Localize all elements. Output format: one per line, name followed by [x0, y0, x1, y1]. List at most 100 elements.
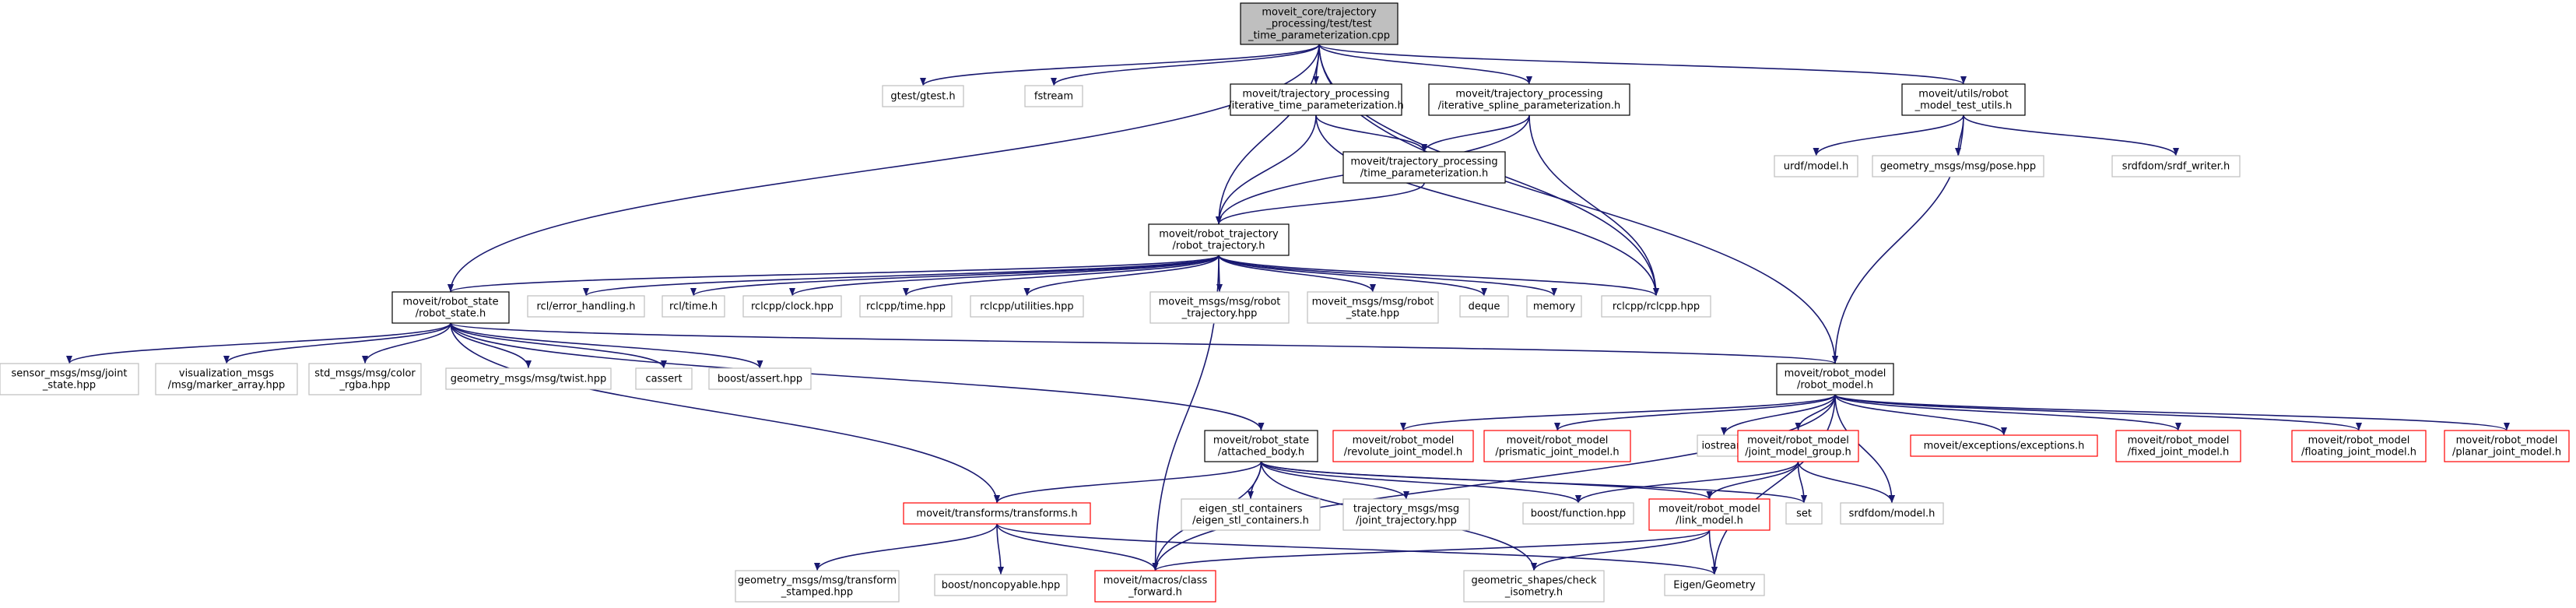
node-pljm-label-line: moveit/robot_model — [2456, 435, 2558, 447]
node-rm[interactable]: moveit/robot_model/robot_model.h — [1776, 363, 1894, 395]
node-twist: geometry_msgs/msg/twist.hpp — [445, 367, 612, 390]
node-pose-label-line: geometry_msgs/msg/pose.hpp — [1880, 161, 2036, 173]
node-fljm-label-line: moveit/robot_model — [2308, 435, 2410, 447]
node-mrs-label-line: moveit_msgs/msg/robot — [1312, 297, 1434, 308]
node-twist-box — [445, 367, 612, 390]
node-rclerr-box — [527, 295, 645, 318]
node-cassert: cassert — [635, 367, 693, 390]
node-tp[interactable]: moveit/trajectory_processing/time_parame… — [1342, 151, 1506, 184]
node-isp-label-line: moveit/trajectory_processing — [1455, 89, 1602, 100]
node-eigen-box — [1664, 574, 1765, 596]
node-fstream: fstream — [1024, 85, 1083, 107]
edge-tf-to-eigen — [996, 523, 1718, 575]
node-itp[interactable]: moveit/trajectory_processing/iterative_t… — [1228, 83, 1404, 116]
node-iostream-label-line: iostream — [1701, 441, 1746, 452]
node-cf-box — [1094, 570, 1216, 603]
edge-rm-to-cf — [1152, 394, 1836, 571]
edge-ab-to-tf — [994, 461, 1262, 504]
node-gtest: gtest/gtest.h — [882, 85, 964, 107]
edge-rt-to-clock — [789, 255, 1220, 297]
node-twist-label-line: geometry_msgs/msg/twist.hpp — [451, 374, 607, 385]
node-rclcpp-label-line: rclcpp/rclcpp.hpp — [1613, 301, 1700, 313]
node-fstream-box — [1024, 85, 1083, 107]
edge-rmtu-to-rm — [1832, 114, 1964, 364]
node-rcltime: rcl/time.h — [662, 295, 725, 318]
node-rmtu[interactable]: moveit/utils/robot_model_test_utils.h — [1901, 83, 2026, 116]
node-isp[interactable]: moveit/trajectory_processing/iterative_s… — [1428, 83, 1630, 116]
node-rclcpp-box — [1601, 295, 1711, 318]
node-ab-box — [1204, 430, 1318, 462]
node-esc: eigen_stl_containers/eigen_stl_container… — [1181, 498, 1321, 531]
node-lm: moveit/robot_model/link_model.h — [1648, 498, 1771, 531]
node-eigen: Eigen/Geometry — [1664, 574, 1765, 596]
node-tstamped: geometry_msgs/msg/transform_stamped.hpp — [735, 570, 900, 603]
edge-root-to-rmtu — [1318, 44, 1967, 85]
node-itp-box — [1230, 83, 1402, 116]
node-noncopy: boost/noncopyable.hpp — [934, 574, 1068, 596]
node-fjm-label-line: moveit/robot_model — [2128, 435, 2230, 447]
edge-tf-to-noncopy — [996, 523, 1004, 575]
node-noncopy-box — [934, 574, 1068, 596]
node-bfunc: boost/function.hpp — [1522, 502, 1634, 525]
node-rs[interactable]: moveit/robot_state/robot_state.h — [391, 291, 510, 324]
node-root-label-line: _processing/test/test — [1265, 19, 1371, 30]
edge-rs-to-rgba — [362, 322, 451, 364]
node-cf: moveit/macros/class_forward.h — [1094, 570, 1216, 603]
node-esc-label-line: eigen_stl_containers — [1199, 504, 1303, 515]
node-lm-box — [1648, 498, 1771, 531]
node-set-label-line: set — [1796, 508, 1812, 520]
node-marker-label-line: /msg/marker_array.hpp — [168, 380, 285, 392]
node-isp-box — [1428, 83, 1630, 116]
edge-rt-to-rclcpptime — [903, 255, 1220, 297]
edge-rs-to-cassert — [450, 322, 667, 369]
node-rt[interactable]: moveit/robot_trajectory/robot_trajectory… — [1148, 223, 1290, 256]
node-ab[interactable]: moveit/robot_state/attached_body.h — [1204, 430, 1318, 462]
node-isp-label-line: /iterative_spline_parameterization.h — [1438, 100, 1621, 112]
node-mrs-label-line: _state.hpp — [1346, 308, 1399, 320]
node-rjm-label-line: /revolute_joint_model.h — [1344, 447, 1462, 459]
node-root-label-line: moveit_core/trajectory — [1262, 7, 1377, 19]
edge-rt-to-memory — [1218, 255, 1557, 297]
node-jtraj-box — [1342, 498, 1470, 531]
node-itp-label-line: /iterative_time_parameterization.h — [1228, 100, 1403, 112]
node-exc-box — [1910, 434, 2098, 457]
node-jstate-box — [0, 363, 139, 395]
node-urdf: urdf/model.h — [1774, 155, 1858, 177]
node-rs-label-line: moveit/robot_state — [402, 297, 498, 308]
node-tstamped-label-line: geometry_msgs/msg/transform — [738, 575, 897, 587]
node-fjm-label-line: /fixed_joint_model.h — [2128, 447, 2229, 459]
node-cf-label-line: _forward.h — [1128, 587, 1182, 599]
edge-rm-to-srdfm — [1834, 394, 1895, 504]
edge-rs-to-twist — [450, 322, 532, 369]
edge-jmg-to-lm — [1706, 461, 1799, 500]
node-mrt-label-line: _trajectory.hpp — [1181, 308, 1258, 320]
node-tp-label-line: /time_parameterization.h — [1360, 168, 1489, 180]
node-rm-label-line: moveit/robot_model — [1785, 368, 1886, 380]
node-root[interactable]: moveit_core/trajectory_processing/test/t… — [1240, 2, 1399, 45]
node-rclcpp: rclcpp/rclcpp.hpp — [1601, 295, 1711, 318]
edge-rs-to-jstate — [66, 322, 451, 364]
edge-rm-to-fljm — [1834, 394, 2362, 431]
node-srdfw-box — [2111, 155, 2241, 177]
node-gtest-label-line: gtest/gtest.h — [890, 91, 955, 103]
node-bassert: boost/assert.hpp — [708, 367, 812, 390]
node-mrt-label-line: moveit_msgs/msg/robot — [1159, 297, 1281, 308]
node-rclcpptime-box — [859, 295, 953, 318]
edge-ab-to-jtraj — [1260, 461, 1409, 500]
node-pose-box — [1872, 155, 2044, 177]
node-jtraj-label-line: /joint_trajectory.hpp — [1356, 515, 1457, 527]
edge-rs-to-rm — [450, 322, 1838, 364]
node-exc-label-line: moveit/exceptions/exceptions.h — [1924, 441, 2085, 452]
node-deque-label-line: deque — [1469, 301, 1500, 313]
edge-tf-to-tstamped — [814, 523, 998, 571]
edge-rmtu-to-urdf — [1813, 114, 1964, 156]
edges-layer — [66, 44, 2510, 575]
node-bfunc-label-line: boost/function.hpp — [1531, 508, 1626, 520]
node-jmg-label-line: moveit/robot_model — [1747, 435, 1849, 447]
node-rclerr-label-line: rcl/error_handling.h — [537, 301, 636, 313]
node-rcltime-box — [662, 295, 725, 318]
node-srdfm: srdfdom/model.h — [1840, 502, 1944, 525]
edge-rs-to-marker — [223, 322, 451, 364]
edge-rs-to-bassert — [450, 322, 763, 369]
